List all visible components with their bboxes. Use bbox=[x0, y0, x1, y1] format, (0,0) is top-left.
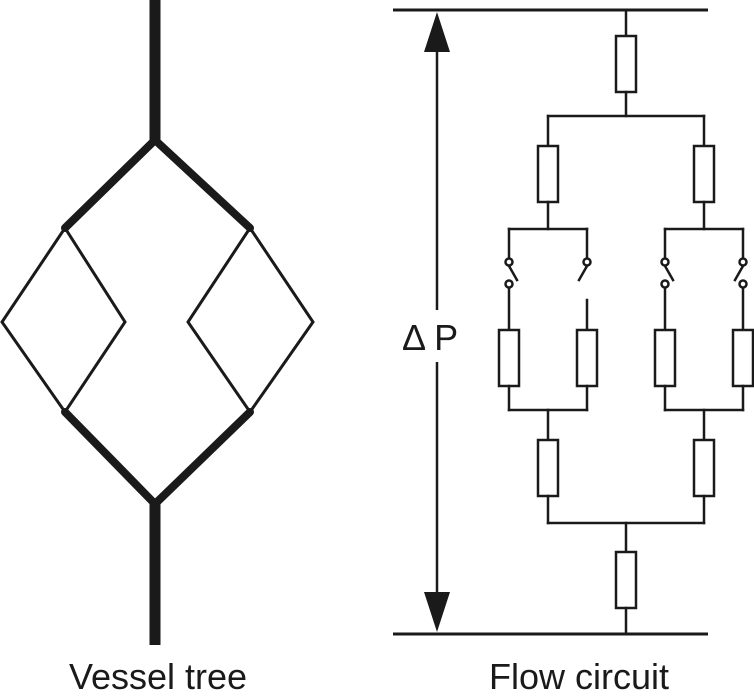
vessel-branch-left bbox=[61, 136, 159, 232]
switch-icon bbox=[504, 279, 514, 289]
flow-circuit bbox=[497, 8, 754, 636]
switch-icon bbox=[738, 257, 748, 267]
resistor-icon bbox=[731, 328, 754, 388]
switch-icon bbox=[660, 257, 670, 267]
arrow-head-bottom bbox=[424, 592, 450, 632]
switch-icon bbox=[738, 279, 748, 289]
vessel-branch-right bbox=[151, 136, 254, 232]
resistor-icon bbox=[692, 144, 716, 204]
resistor-icon bbox=[692, 438, 716, 498]
vessel-tree-caption: Vessel tree bbox=[68, 656, 248, 697]
resistor-icon bbox=[536, 144, 560, 204]
resistor-icon bbox=[575, 328, 599, 388]
vessel-loop-left bbox=[0, 225, 127, 415]
vessel-tree bbox=[0, 0, 315, 645]
switch-icon bbox=[582, 257, 592, 267]
flow-circuit-caption: Flow circuit bbox=[488, 656, 670, 697]
vessel-loop-right bbox=[186, 225, 315, 415]
resistor-icon bbox=[614, 550, 638, 610]
arrow-head-top bbox=[424, 12, 450, 52]
switch-icon bbox=[660, 279, 670, 289]
delta-p-label: Δ P bbox=[402, 317, 458, 358]
pressure-arrow: Δ P bbox=[393, 8, 708, 636]
vessel-merge-left bbox=[61, 408, 159, 508]
resistor-icon bbox=[497, 328, 521, 388]
resistor-icon bbox=[614, 34, 638, 94]
switch-icon bbox=[504, 257, 514, 267]
vessel-merge-right bbox=[151, 408, 254, 508]
resistor-icon bbox=[653, 328, 677, 388]
resistor-icon bbox=[536, 438, 560, 498]
